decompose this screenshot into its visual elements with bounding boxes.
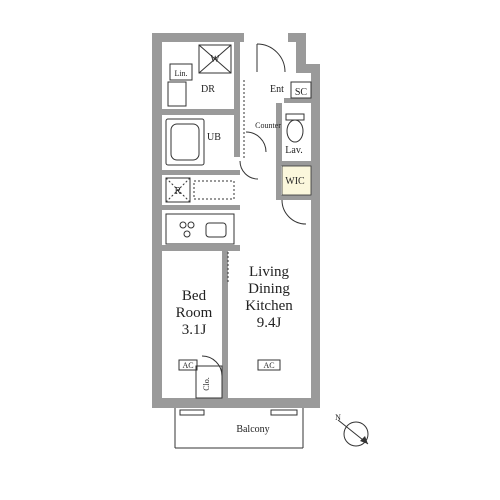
dressing-room-label: DR: [201, 84, 215, 95]
ldk-size-label: 9.4J: [257, 315, 282, 331]
bedroom-label-line2: Room: [176, 305, 213, 321]
balcony-label: Balcony: [236, 424, 269, 435]
ldk-label-line1: Living: [249, 264, 289, 280]
north-letter: N: [335, 413, 341, 422]
washer-label: W: [210, 54, 220, 65]
ldk-ac-label: AC: [263, 361, 274, 370]
walls: [152, 33, 320, 408]
refrigerator-label: R: [175, 186, 182, 197]
lavatory-label: Lav.: [285, 145, 302, 156]
north-arrow-icon: N: [335, 413, 369, 447]
counter-label: Counter: [255, 121, 281, 130]
entrance-label: Ent: [270, 84, 284, 95]
linen-label: Lin.: [174, 69, 187, 78]
bedroom-label-line1: Bed: [182, 288, 207, 304]
bedroom-size-label: 3.1J: [182, 322, 207, 338]
fixtures: [165, 43, 312, 449]
walk-in-closet-area: [281, 165, 312, 196]
unit-bath-label: UB: [207, 132, 221, 143]
walk-in-closet-label: WIC: [285, 176, 305, 187]
room-labels: W Lin. DR Ent SC Counter UB Lav. R WIC L…: [174, 54, 307, 435]
bedroom-ac-label: AC: [182, 361, 193, 370]
shoe-closet-label: SC: [295, 87, 308, 98]
ldk-label-line2: Dining: [248, 281, 290, 297]
closet-label: Clo.: [202, 377, 211, 391]
ldk-label-line3: Kitchen: [245, 298, 293, 314]
